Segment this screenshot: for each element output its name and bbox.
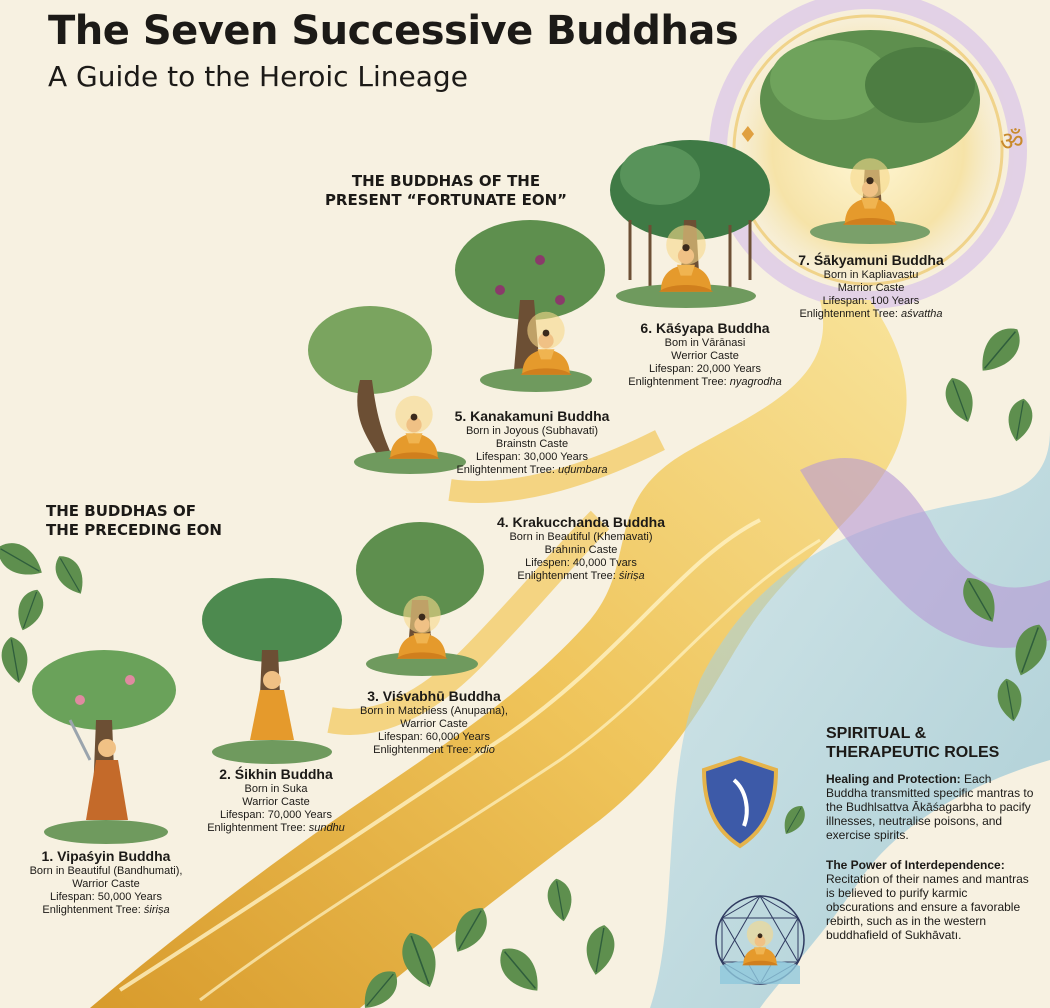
buddha-caption-4: 4. Krakucchanda Buddha Born in Beautiful… (496, 514, 666, 582)
section-preceding-eon: THE BUDDHAS OF THE PRECEDING EON (46, 502, 222, 539)
bodhi-tree-icon (760, 30, 980, 244)
warrior-buddha-icon (86, 760, 128, 820)
page-subtitle: A Guide to the Heroic Lineage (48, 60, 468, 93)
standing-buddha-icon (250, 690, 294, 740)
roles-healing-paragraph: Healing and Protection: Each Buddha tran… (826, 772, 1034, 842)
buddha-caption-1: 1. Vipaśyin Buddha Born in Beautiful (Ba… (29, 848, 183, 916)
buddha-caption-2: 2. Śikhin Buddha Born in Suka Warrior Ca… (207, 766, 345, 834)
shield-icon (701, 755, 811, 849)
section-present-eon: THE BUDDHAS OF THE PRESENT “FORTUNATE EO… (324, 172, 568, 209)
buddha-caption-6: 6. Kāśyapa Buddha Bom in Vārānasi Werrio… (628, 320, 782, 388)
fig-tree-icon (455, 220, 605, 392)
lotus-tree-icon (202, 578, 342, 764)
om-icon: ॐ (1000, 127, 1024, 157)
page-title: The Seven Successive Buddhas (48, 8, 739, 54)
roles-interdependence-paragraph: The Power of Interdependence: Recitation… (826, 858, 1029, 942)
buddha-caption-3: 3. Viśvabhū Buddha Born in Matchiess (An… (360, 688, 508, 756)
udumbara-tree-icon (308, 306, 466, 474)
buddha-caption-7: 7. Śākyamuni Buddha Born in Kapliavastu … (798, 252, 944, 320)
mandala-icon (715, 894, 805, 986)
flame-icon: ♦ (738, 123, 758, 148)
roles-heading: SPIRITUAL & (826, 725, 927, 742)
banyan-tree-icon (610, 140, 770, 308)
roles-panel: SPIRITUAL & THERAPEUTIC ROLES Healing an… (826, 724, 1036, 942)
flowering-tree-icon (32, 650, 176, 844)
buddha-caption-5: 5. Kanakamuni Buddha Born in Joyous (Sub… (454, 408, 610, 476)
golden-river (90, 300, 907, 1008)
sala-tree-icon (356, 522, 484, 676)
